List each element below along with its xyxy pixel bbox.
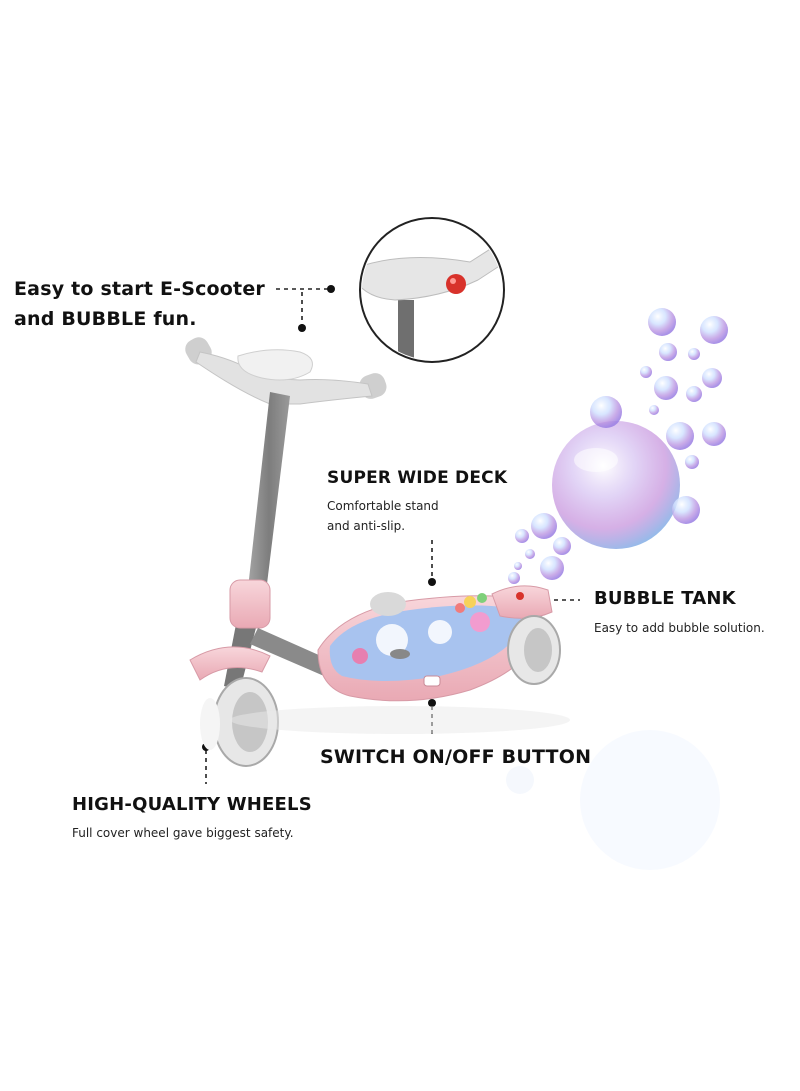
wheels-callout-text: Full cover wheel gave biggest safety. bbox=[72, 826, 294, 840]
deck-callout-text-line2: and anti-slip. bbox=[327, 519, 406, 533]
bubbles-illustration bbox=[506, 308, 728, 870]
start-button-icon bbox=[446, 274, 466, 294]
switch-icon bbox=[423, 675, 441, 687]
deck-callout-title: SUPER WIDE DECK bbox=[327, 468, 508, 488]
start-callout-line2: and BUBBLE fun. bbox=[14, 308, 197, 330]
handlebar-zoom-inset bbox=[359, 217, 505, 363]
tank-callout-text: Easy to add bubble solution. bbox=[594, 621, 765, 635]
start-callout-line1: Easy to start E-Scooter bbox=[14, 278, 265, 300]
wheels-callout-title: HIGH-QUALITY WHEELS bbox=[72, 794, 312, 815]
scooter-illustration bbox=[185, 337, 570, 767]
switch-callout-title: SWITCH ON/OFF BUTTON bbox=[320, 746, 592, 768]
tank-callout-title: BUBBLE TANK bbox=[594, 588, 736, 609]
deck-callout-text-line1: Comfortable stand bbox=[327, 499, 439, 513]
